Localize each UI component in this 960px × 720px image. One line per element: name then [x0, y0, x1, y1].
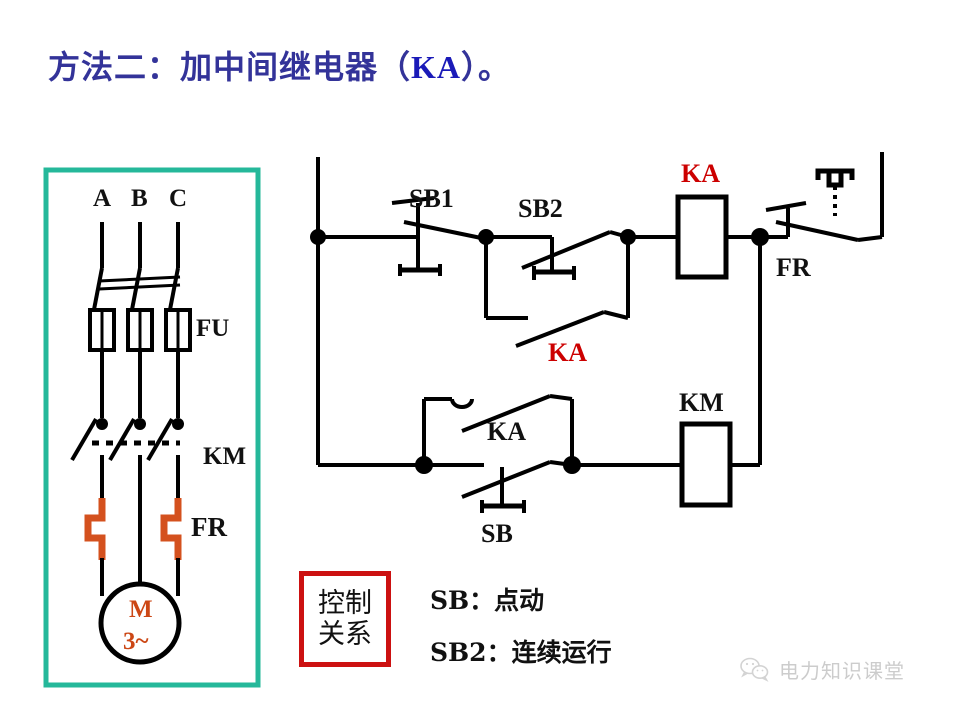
phase-label-c: C [169, 185, 188, 212]
motor-label-type: M [129, 596, 153, 623]
km-coil-symbol [679, 421, 733, 508]
contactor-to-overload-lines [100, 455, 180, 585]
ka-holding-contact-symbol [484, 237, 630, 348]
ka-lower-contact-label: KA [487, 417, 526, 446]
wechat-icon [740, 657, 769, 682]
overload-to-motor-lines [100, 558, 180, 596]
page-title-suffix: ）。 [461, 48, 512, 86]
motor-label-phase: 3~ [123, 628, 149, 655]
phase-label-b: B [131, 185, 148, 212]
motor-symbol [98, 581, 182, 665]
overload-label: FR [191, 512, 227, 542]
fuse-label: FU [196, 315, 230, 342]
ka-coil-symbol [675, 194, 729, 280]
stop-button-sb1-symbol [391, 196, 487, 276]
watermark-text: 电力知识课堂 [779, 659, 905, 683]
fuse-to-contactor-lines [100, 350, 180, 418]
overload-contact-fr-symbol [760, 168, 883, 242]
watermark: 电力知识课堂 [740, 655, 905, 684]
overload-contact-label: FR [776, 253, 811, 282]
start-button-sb2-symbol [486, 230, 629, 280]
km-coil-label: KM [679, 388, 724, 417]
fuse-group [88, 308, 192, 352]
legend-title-box: 控制 关系 [299, 571, 391, 667]
contactor-main-contacts [70, 417, 184, 462]
contactor-label: KM [203, 443, 247, 470]
overload-relay-elements [84, 498, 182, 560]
ka-lower-contact-symbol [422, 394, 574, 465]
stop-button-label: SB1 [409, 184, 454, 213]
jog-button-label: SB [481, 519, 513, 548]
legend-item-sb2: SB2：连续运行 [430, 638, 612, 667]
legend-item-sb: SB：点动 [430, 586, 545, 615]
ka-holding-contact-label: KA [548, 338, 587, 367]
legend-title-line2: 关系 [318, 619, 372, 650]
phase-lines [100, 222, 180, 268]
phase-label-a: A [93, 185, 112, 212]
jog-button-sb-symbol [424, 460, 573, 513]
page-title-highlight: KA [411, 49, 462, 85]
page-title-prefix: 方法二：加中间继电器（ [48, 48, 412, 86]
start-button-label: SB2 [518, 194, 563, 223]
ka-coil-label: KA [681, 159, 720, 188]
page-title: 方法二：加中间继电器（KA）。 [48, 42, 511, 88]
legend-title-line1: 控制 [318, 587, 372, 619]
